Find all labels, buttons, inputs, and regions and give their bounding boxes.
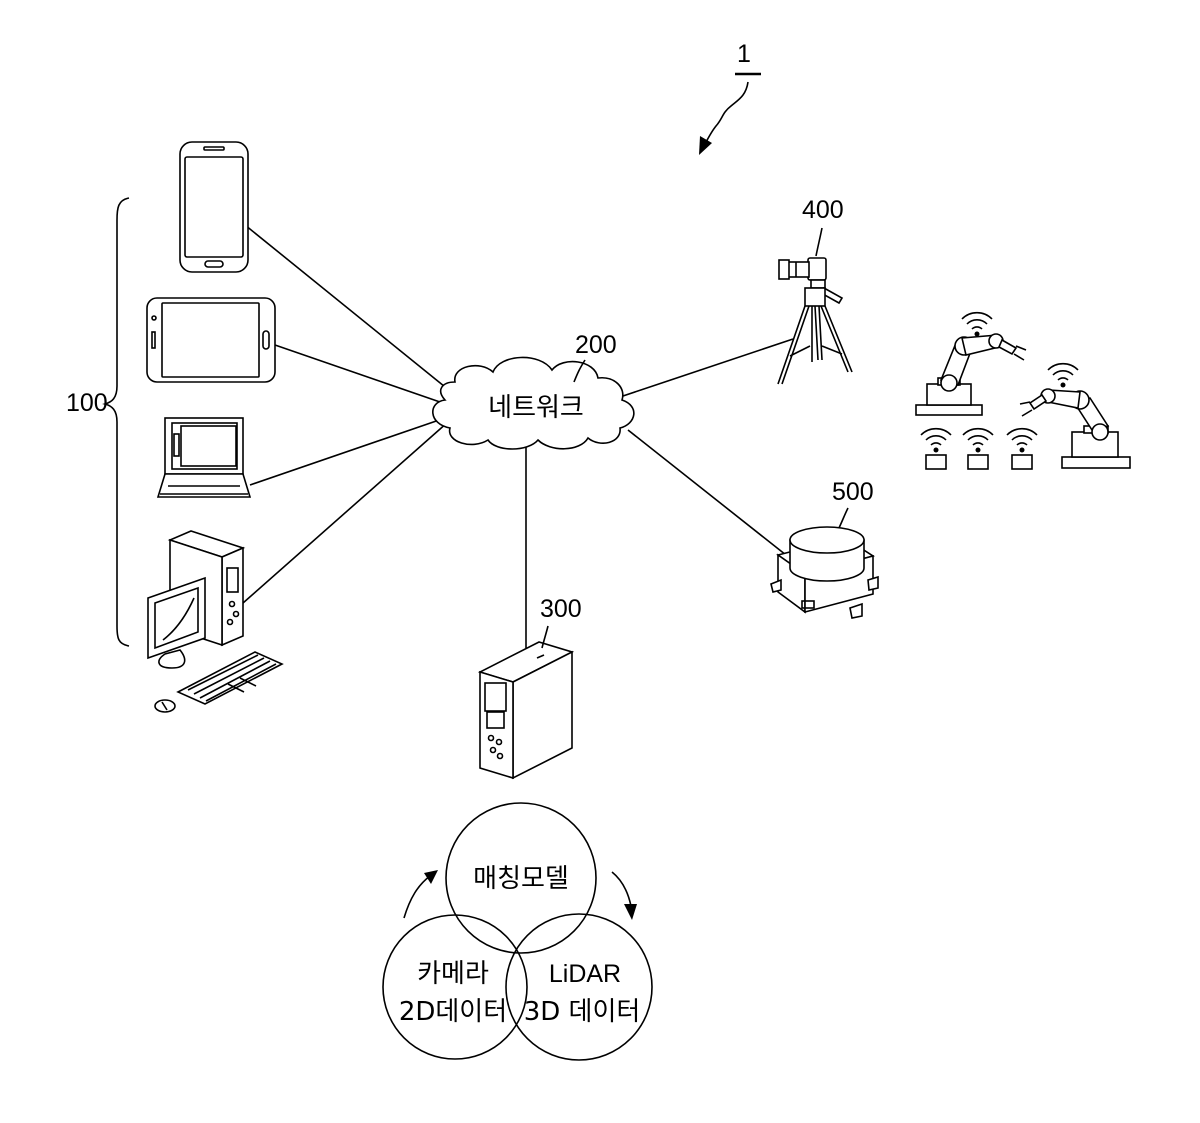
venn-right-label-2: 3D 데이터 — [524, 997, 641, 1027]
venn-right-label-1: LiDAR — [549, 960, 621, 988]
link-camera — [617, 339, 793, 398]
venn-cycle-arrowhead-left — [424, 870, 438, 884]
lidar-mount-left — [771, 580, 781, 592]
link-desktop — [243, 422, 448, 603]
sensor-box-1 — [926, 455, 946, 469]
monitor-frame — [148, 578, 205, 658]
smartphone-icon — [180, 142, 248, 272]
ref-200-label: 200 — [575, 331, 617, 359]
robot-right-joint-1 — [1092, 424, 1108, 440]
laptop-icon — [158, 418, 250, 497]
tripod-collar — [805, 288, 825, 306]
wifi-icon — [963, 429, 993, 453]
device-group-brace: 100 — [66, 198, 129, 646]
ref-1-arrowhead — [699, 136, 712, 155]
tablet-body — [147, 298, 275, 382]
lidar-sensor-icon: 500 — [771, 478, 878, 618]
camera-lens-hood — [779, 260, 789, 279]
tripod-leg-middle — [815, 306, 822, 360]
keyboard — [178, 652, 282, 704]
robot-right — [1020, 389, 1130, 468]
camera-body — [808, 258, 826, 280]
server-tower-icon: 300 — [480, 595, 582, 778]
link-lidar — [628, 430, 786, 555]
desktop-pc-icon — [148, 531, 282, 712]
robot-left — [916, 334, 1026, 415]
ref-400-leader — [816, 228, 822, 256]
sensor-box-2 — [968, 455, 988, 469]
venn-cycle-arrow-left — [404, 876, 430, 918]
link-smartphone — [245, 225, 455, 395]
robot-right-base-plate — [1062, 457, 1130, 468]
system-reference: 1 — [699, 40, 761, 155]
robot-left-joint-1 — [941, 375, 957, 391]
tower-front — [222, 548, 243, 645]
ref-300-label: 300 — [540, 595, 582, 623]
phone-body — [180, 142, 248, 272]
ref-500-leader — [838, 508, 848, 530]
wifi-icon — [921, 429, 951, 453]
ref-500-label: 500 — [832, 478, 874, 506]
venn-diagram: 매칭모델 카메라 2D데이터 LiDAR 3D 데이터 — [383, 803, 652, 1060]
network-label: 네트워크 — [488, 393, 584, 423]
lidar-cylinder-top — [790, 527, 864, 553]
tripod-head — [811, 280, 825, 288]
venn-cycle-arrowhead-right — [624, 904, 637, 920]
robot-left-base-plate — [916, 405, 982, 415]
link-tablet — [275, 345, 440, 402]
tripod-braces — [790, 346, 842, 356]
venn-top-label: 매칭모델 — [473, 864, 569, 894]
sensor-box-3 — [1012, 455, 1032, 469]
robot-right-wrist — [1030, 395, 1046, 409]
ref-1-squiggle — [703, 82, 748, 148]
venn-left-label-2: 2D데이터 — [399, 997, 507, 1027]
tablet-icon — [147, 298, 275, 382]
wifi-icon — [1048, 364, 1078, 388]
curly-brace — [105, 198, 129, 646]
wifi-icon — [1007, 429, 1037, 453]
ref-100-label: 100 — [66, 389, 108, 417]
tripod-leg-right — [821, 306, 852, 372]
camera-lens — [787, 262, 809, 277]
ref-1-label: 1 — [737, 40, 751, 68]
network-cloud: 네트워크 200 — [433, 331, 634, 449]
venn-cycle-arrow-right — [612, 872, 631, 906]
lidar-mount-right — [868, 577, 878, 590]
wifi-icon — [962, 313, 992, 337]
ref-400-label: 400 — [802, 196, 844, 224]
tripod-camera-icon: 400 — [778, 196, 852, 384]
robot-left-wrist — [999, 340, 1016, 354]
tripod-leg-left — [778, 306, 809, 384]
lidar-mount-front — [850, 604, 862, 618]
venn-left-label-1: 카메라 — [417, 959, 489, 989]
